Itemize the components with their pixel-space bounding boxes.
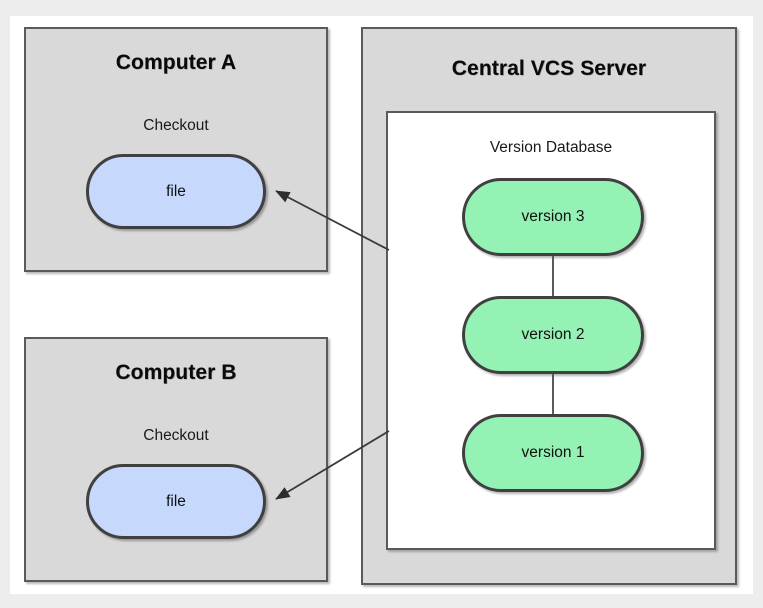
version-database-label: Version Database bbox=[489, 139, 613, 156]
panel-title-computer-b: Computer B bbox=[115, 361, 237, 384]
file-capsule-label-a: file bbox=[166, 182, 186, 200]
version-database-area: Version Database version 3 version 2 ver… bbox=[386, 111, 716, 550]
file-capsule-computer-b[interactable]: file bbox=[86, 464, 266, 539]
panel-central-vcs-server: Central VCS Server Version Database vers… bbox=[361, 27, 737, 585]
version-capsule-3[interactable]: version 3 bbox=[462, 178, 644, 256]
version-capsule-1-label: version 1 bbox=[521, 444, 585, 461]
panel-computer-a: Computer A Checkout file bbox=[24, 27, 328, 272]
file-capsule-computer-a[interactable]: file bbox=[86, 154, 266, 229]
connector-v3-v2 bbox=[552, 256, 554, 296]
checkout-label-computer-a: Checkout bbox=[143, 117, 209, 134]
version-capsule-2[interactable]: version 2 bbox=[462, 296, 644, 374]
version-capsule-2-label: version 2 bbox=[521, 326, 585, 343]
connector-v2-v1 bbox=[552, 374, 554, 414]
panel-title-server: Central VCS Server bbox=[451, 57, 647, 80]
version-capsule-3-label: version 3 bbox=[521, 208, 585, 225]
checkout-label-computer-b: Checkout bbox=[143, 427, 209, 444]
version-capsule-1[interactable]: version 1 bbox=[462, 414, 644, 492]
panel-computer-b: Computer B Checkout file bbox=[24, 337, 328, 582]
file-capsule-label-b: file bbox=[166, 492, 186, 510]
panel-title-computer-a: Computer A bbox=[115, 51, 237, 74]
